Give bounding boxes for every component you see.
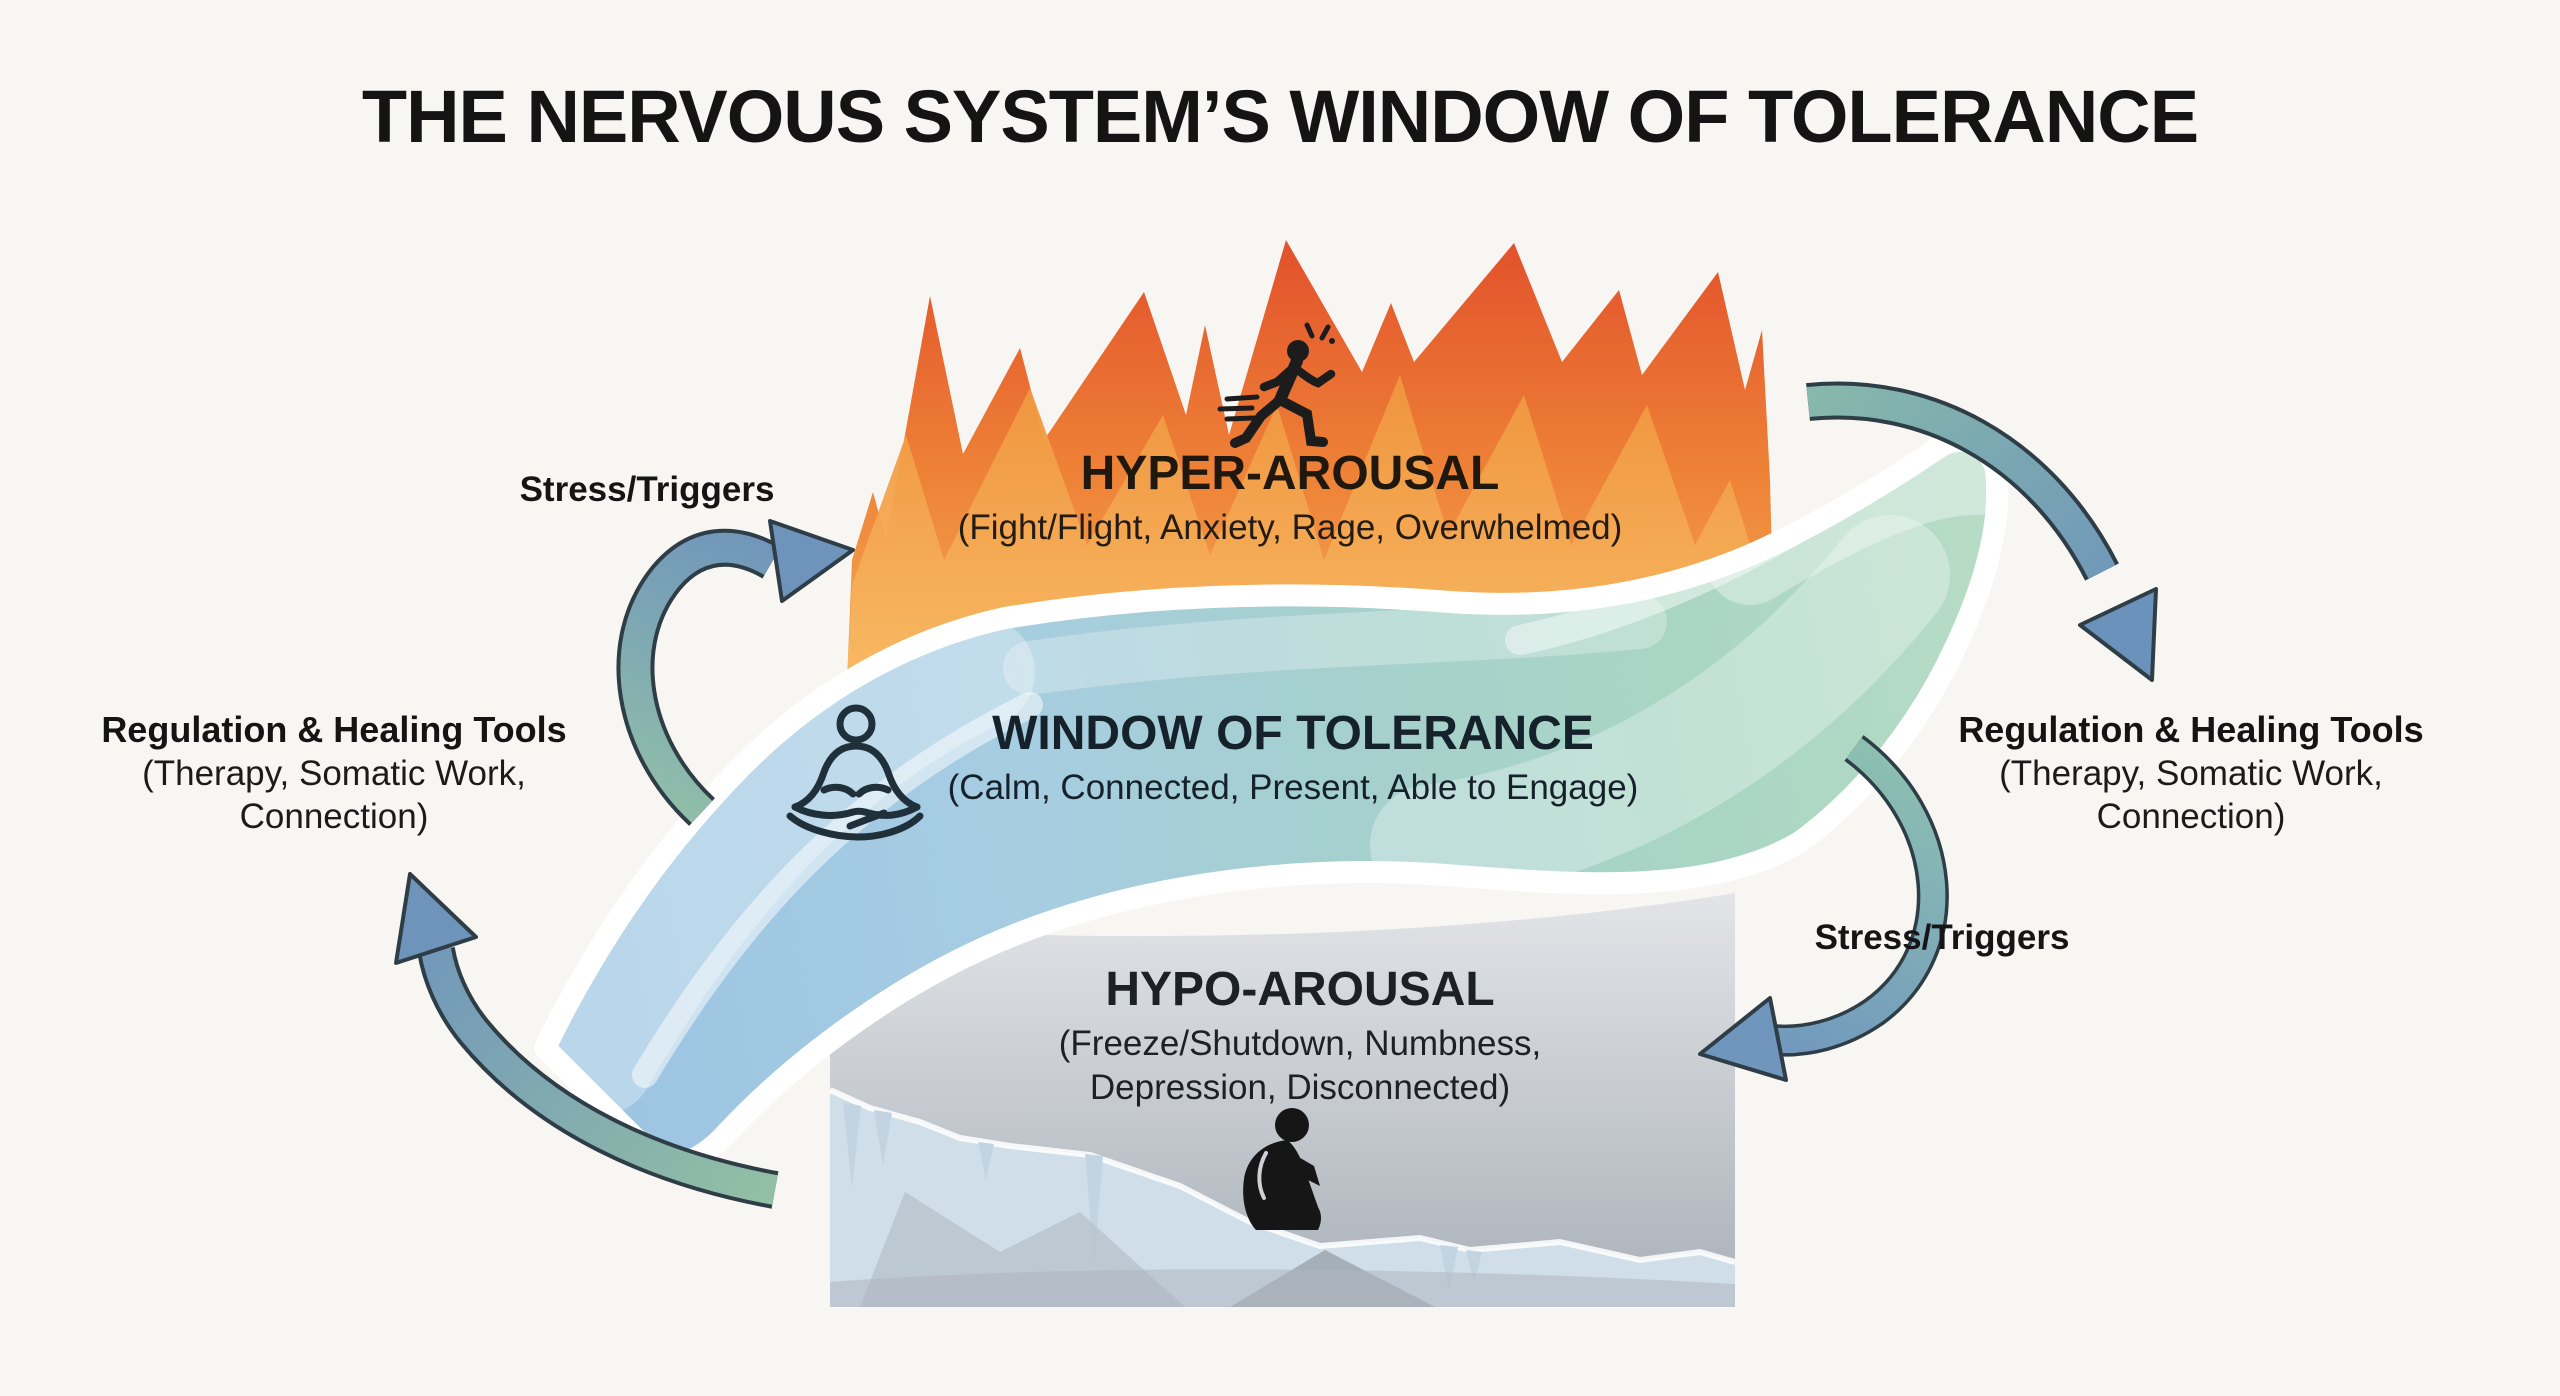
regulation-label-left: Regulation & Healing Tools (Therapy, Som… [54, 708, 614, 838]
regulation-arrow-right [1806, 381, 2158, 682]
regulation-right-heading: Regulation & Healing Tools [1958, 709, 2424, 750]
window-of-tolerance-heading: WINDOW OF TOLERANCE [992, 707, 1594, 760]
hypo-arousal-subtitle-line2: Depression, Disconnected) [1089, 1068, 1511, 1107]
hypo-arousal-label-block: HYPO-AROUSAL (Freeze/Shutdown, Numbness,… [850, 962, 1750, 1110]
regulation-arrow-left [394, 872, 779, 1209]
hunched-person-icon [1243, 1108, 1321, 1230]
hyper-arousal-subtitle: (Fight/Flight, Anxiety, Rage, Overwhelme… [957, 508, 1623, 547]
ice-mountains [828, 1087, 1736, 1307]
stress-triggers-label-right: Stress/Triggers [1814, 918, 2070, 957]
window-of-tolerance-label-block: WINDOW OF TOLERANCE (Calm, Connected, Pr… [843, 706, 1743, 810]
regulation-right-line1: (Therapy, Somatic Work, [1999, 754, 2383, 793]
running-person-icon [1217, 322, 1336, 448]
regulation-left-line2: Connection) [239, 797, 429, 836]
meditating-person-icon [786, 704, 924, 841]
stress-arrow-left [616, 519, 855, 826]
diagram-title: THE NERVOUS SYSTEM’S WINDOW OF TOLERANCE [361, 75, 2199, 158]
hypo-arousal-heading: HYPO-AROUSAL [1105, 963, 1495, 1016]
stress-triggers-label-left: Stress/Triggers [519, 470, 775, 509]
regulation-label-right: Regulation & Healing Tools (Therapy, Som… [1911, 708, 2471, 838]
hyper-arousal-heading: HYPER-AROUSAL [1080, 447, 1500, 500]
window-of-tolerance-subtitle: (Calm, Connected, Present, Able to Engag… [947, 768, 1639, 807]
speed-lines-icon [1217, 394, 1260, 422]
stress-arrow-right [1698, 735, 1949, 1082]
regulation-left-heading: Regulation & Healing Tools [101, 709, 567, 750]
stress-marks-icon [1304, 322, 1335, 344]
hypo-arousal-zone [828, 893, 1736, 1307]
regulation-right-line2: Connection) [2096, 797, 2286, 836]
hypo-arousal-subtitle-line1: (Freeze/Shutdown, Numbness, [1058, 1024, 1542, 1063]
hyper-arousal-label-block: HYPER-AROUSAL (Fight/Flight, Anxiety, Ra… [840, 446, 1740, 550]
regulation-left-line1: (Therapy, Somatic Work, [142, 754, 526, 793]
